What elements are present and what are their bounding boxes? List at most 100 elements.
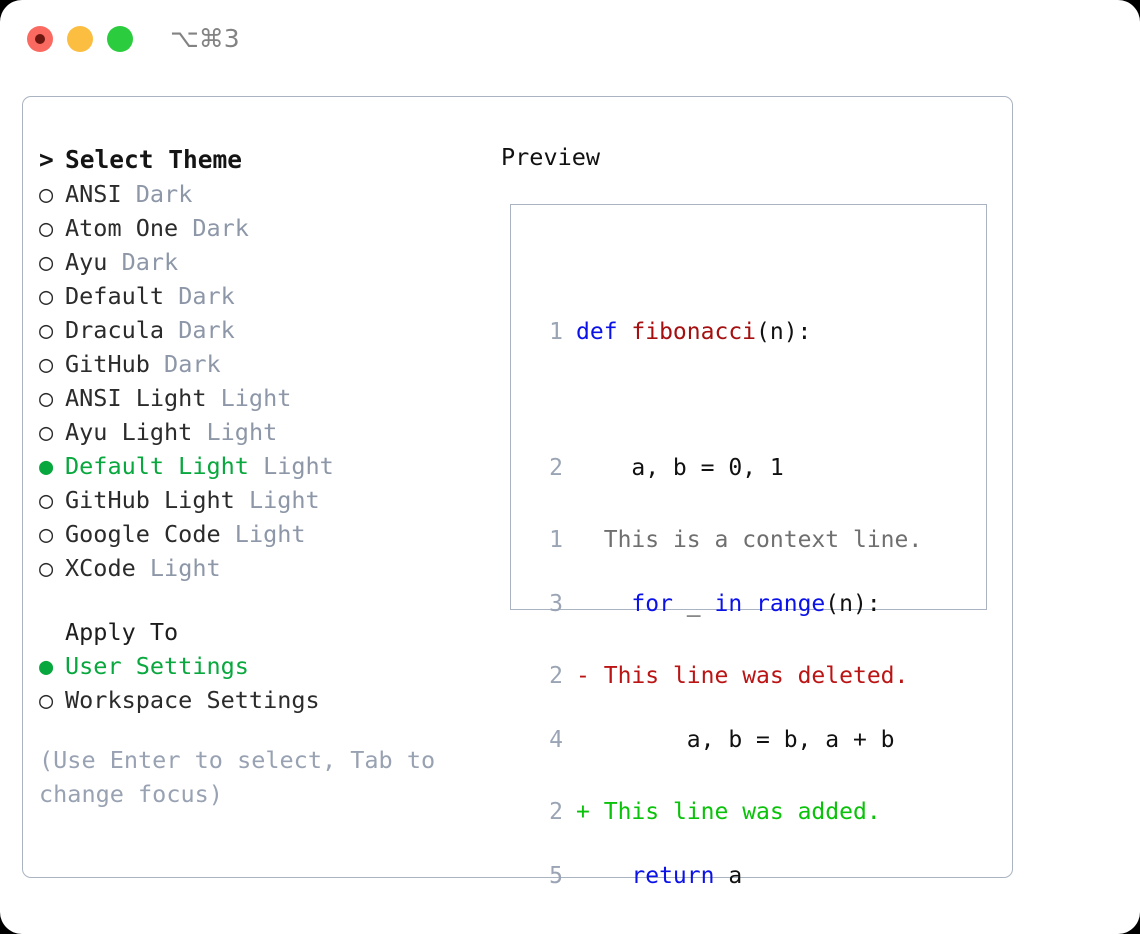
apply-to-title: Apply To: [39, 615, 469, 649]
code-token-plain: a, b = 0, 1: [576, 455, 784, 481]
diff-space: [590, 527, 604, 553]
code-token-keyword: in: [714, 591, 757, 617]
radio-unselected-icon: ○: [39, 282, 54, 310]
radio-unselected-icon: ○: [39, 520, 54, 548]
apply-to-item-user-settings[interactable]: ● User Settings: [39, 649, 469, 683]
line-number: 2: [549, 455, 563, 481]
theme-list-item-github-light[interactable]: ○ GitHub Light Light: [39, 483, 469, 517]
radio-unselected-icon: ○: [39, 350, 54, 378]
code-token-function: fibonacci: [631, 319, 757, 345]
apply-to-section: Apply To ● User Settings ○ Workspace Setti…: [39, 615, 469, 717]
diff-space: [590, 663, 604, 689]
theme-name: Ayu: [65, 248, 108, 276]
diff-line-added: 2+ This line was added.: [541, 795, 922, 829]
theme-tag: [122, 180, 136, 208]
code-token-plain: a: [714, 863, 743, 889]
apply-to-item-workspace-settings[interactable]: ○ Workspace Settings: [39, 683, 469, 717]
prompt-caret-icon: >: [39, 145, 54, 174]
theme-category-tag: Dark: [164, 350, 221, 378]
radio-unselected-icon: ○: [39, 248, 54, 276]
theme-list-item-atom-one-dark[interactable]: ○Atom One Dark: [39, 211, 469, 245]
line-number: 5: [549, 863, 563, 889]
line-number: 2: [549, 663, 563, 689]
line-number: 1: [549, 527, 563, 553]
code-token-plain: (n):: [756, 319, 812, 345]
code-token-plain: _: [672, 591, 715, 617]
radio-unselected-icon: ○: [39, 316, 54, 344]
diff-text: This line was added.: [603, 799, 881, 825]
diff-marker-plus: +: [576, 799, 590, 825]
theme-category-tag: Light: [248, 486, 320, 514]
theme-category-tag: Light: [234, 520, 306, 548]
theme-category-tag: Light: [220, 384, 292, 412]
theme-picker-column: >Select Theme ○ANSI Dark ○Atom One Dark …: [39, 143, 469, 811]
radio-unselected-icon: ○: [39, 418, 54, 446]
theme-list-item-ayu-light[interactable]: ○ Ayu Light Light: [39, 415, 469, 449]
apply-to-label: Apply To: [65, 618, 179, 646]
preview-heading: Preview: [501, 143, 601, 171]
theme-category-tag: Light: [263, 452, 334, 480]
theme-picker-header: > Select Theme: [39, 143, 469, 177]
maximize-window-button[interactable]: [107, 26, 133, 52]
theme-list-item-ayu-dark[interactable]: ○ Ayu Dark: [39, 245, 469, 279]
title-bar: ⌥⌘3: [0, 0, 1140, 78]
theme-name: Ayu Light: [65, 418, 193, 446]
radio-unselected-icon: ○: [39, 384, 54, 412]
radio-unselected-icon: ○: [39, 180, 54, 208]
code-line: 3 for _ in range(n):: [541, 587, 895, 621]
theme-list-item-dracula-dark[interactable]: ○Dracula Dark: [39, 313, 469, 347]
theme-name: Default: [65, 282, 165, 310]
theme-name: Default Light: [65, 452, 249, 480]
theme-list-item-ansi-light[interactable]: ○ ANSI Light Light: [39, 381, 469, 415]
diff-text: This is a context line.: [603, 527, 923, 553]
diff-text: This line was deleted.: [603, 663, 909, 689]
code-line: 2 a, b = 0, 1: [541, 451, 895, 485]
code-token-keyword: for: [631, 591, 673, 617]
main-panel: >Select Theme ○ANSI Dark ○Atom One Dark …: [22, 96, 1013, 889]
theme-category-tag: Dark: [178, 282, 235, 310]
theme-list-item-github-dark[interactable]: ○ GitHub Dark: [39, 347, 469, 381]
code-token-plain: (n):: [825, 591, 881, 617]
line-number: 1: [549, 319, 563, 345]
radio-selected-icon: ●: [39, 652, 54, 680]
theme-name: GitHub Light: [65, 486, 235, 514]
keyboard-hint-text: (Use Enter to select, Tab to change focu…: [39, 746, 436, 808]
radio-unselected-icon: ○: [39, 686, 54, 714]
theme-name: GitHub: [65, 350, 150, 378]
diff-line-deleted: 2- This line was deleted.: [541, 659, 922, 693]
theme-category-tag: Dark: [121, 248, 179, 276]
radio-selected-icon: ●: [39, 452, 54, 480]
theme-name: ANSI Light: [65, 384, 207, 412]
theme-list-item-xcode[interactable]: ○ XCode Light: [39, 551, 469, 585]
diff-marker-minus: -: [576, 663, 590, 689]
apply-to-option-label: User Settings: [65, 652, 249, 680]
theme-list-item-ansi-dark[interactable]: ○ ANSI Dark: [39, 177, 469, 211]
radio-unselected-icon: ○: [39, 214, 54, 242]
radio-unselected-icon: ○: [39, 486, 54, 514]
diff-marker: [576, 527, 590, 553]
theme-list-item-default-light[interactable]: ● Default Light Light: [39, 449, 469, 483]
code-token-plain: a, b = b, a + b: [576, 727, 895, 753]
theme-name: ANSI: [65, 180, 122, 208]
apply-to-option-label: Workspace Settings: [65, 686, 320, 714]
theme-list-item-default-dark[interactable]: ○ Default Dark: [39, 279, 469, 313]
code-token-builtin: range: [756, 591, 826, 617]
page-title: Select Theme: [65, 145, 243, 174]
minimize-window-button[interactable]: [67, 26, 93, 52]
keyboard-shortcut-label: ⌥⌘3: [170, 24, 240, 53]
line-number: 4: [549, 727, 563, 753]
theme-category-tag: Dark: [178, 316, 235, 344]
theme-category-tag: Dark: [135, 180, 193, 208]
theme-category-tag: Light: [206, 418, 278, 446]
code-line: 5 return a: [541, 859, 895, 893]
close-window-button[interactable]: [27, 26, 53, 52]
theme-list-item-google-code[interactable]: ○Google Code Light: [39, 517, 469, 551]
theme-category-tag: Dark: [192, 214, 249, 242]
radio-unselected-icon: ○: [39, 554, 54, 582]
theme-name: XCode: [65, 554, 136, 582]
theme-category-tag: Light: [149, 554, 221, 582]
diff-space: [590, 799, 604, 825]
diff-sample: 1 This is a context line. 2- This line w…: [541, 455, 922, 897]
